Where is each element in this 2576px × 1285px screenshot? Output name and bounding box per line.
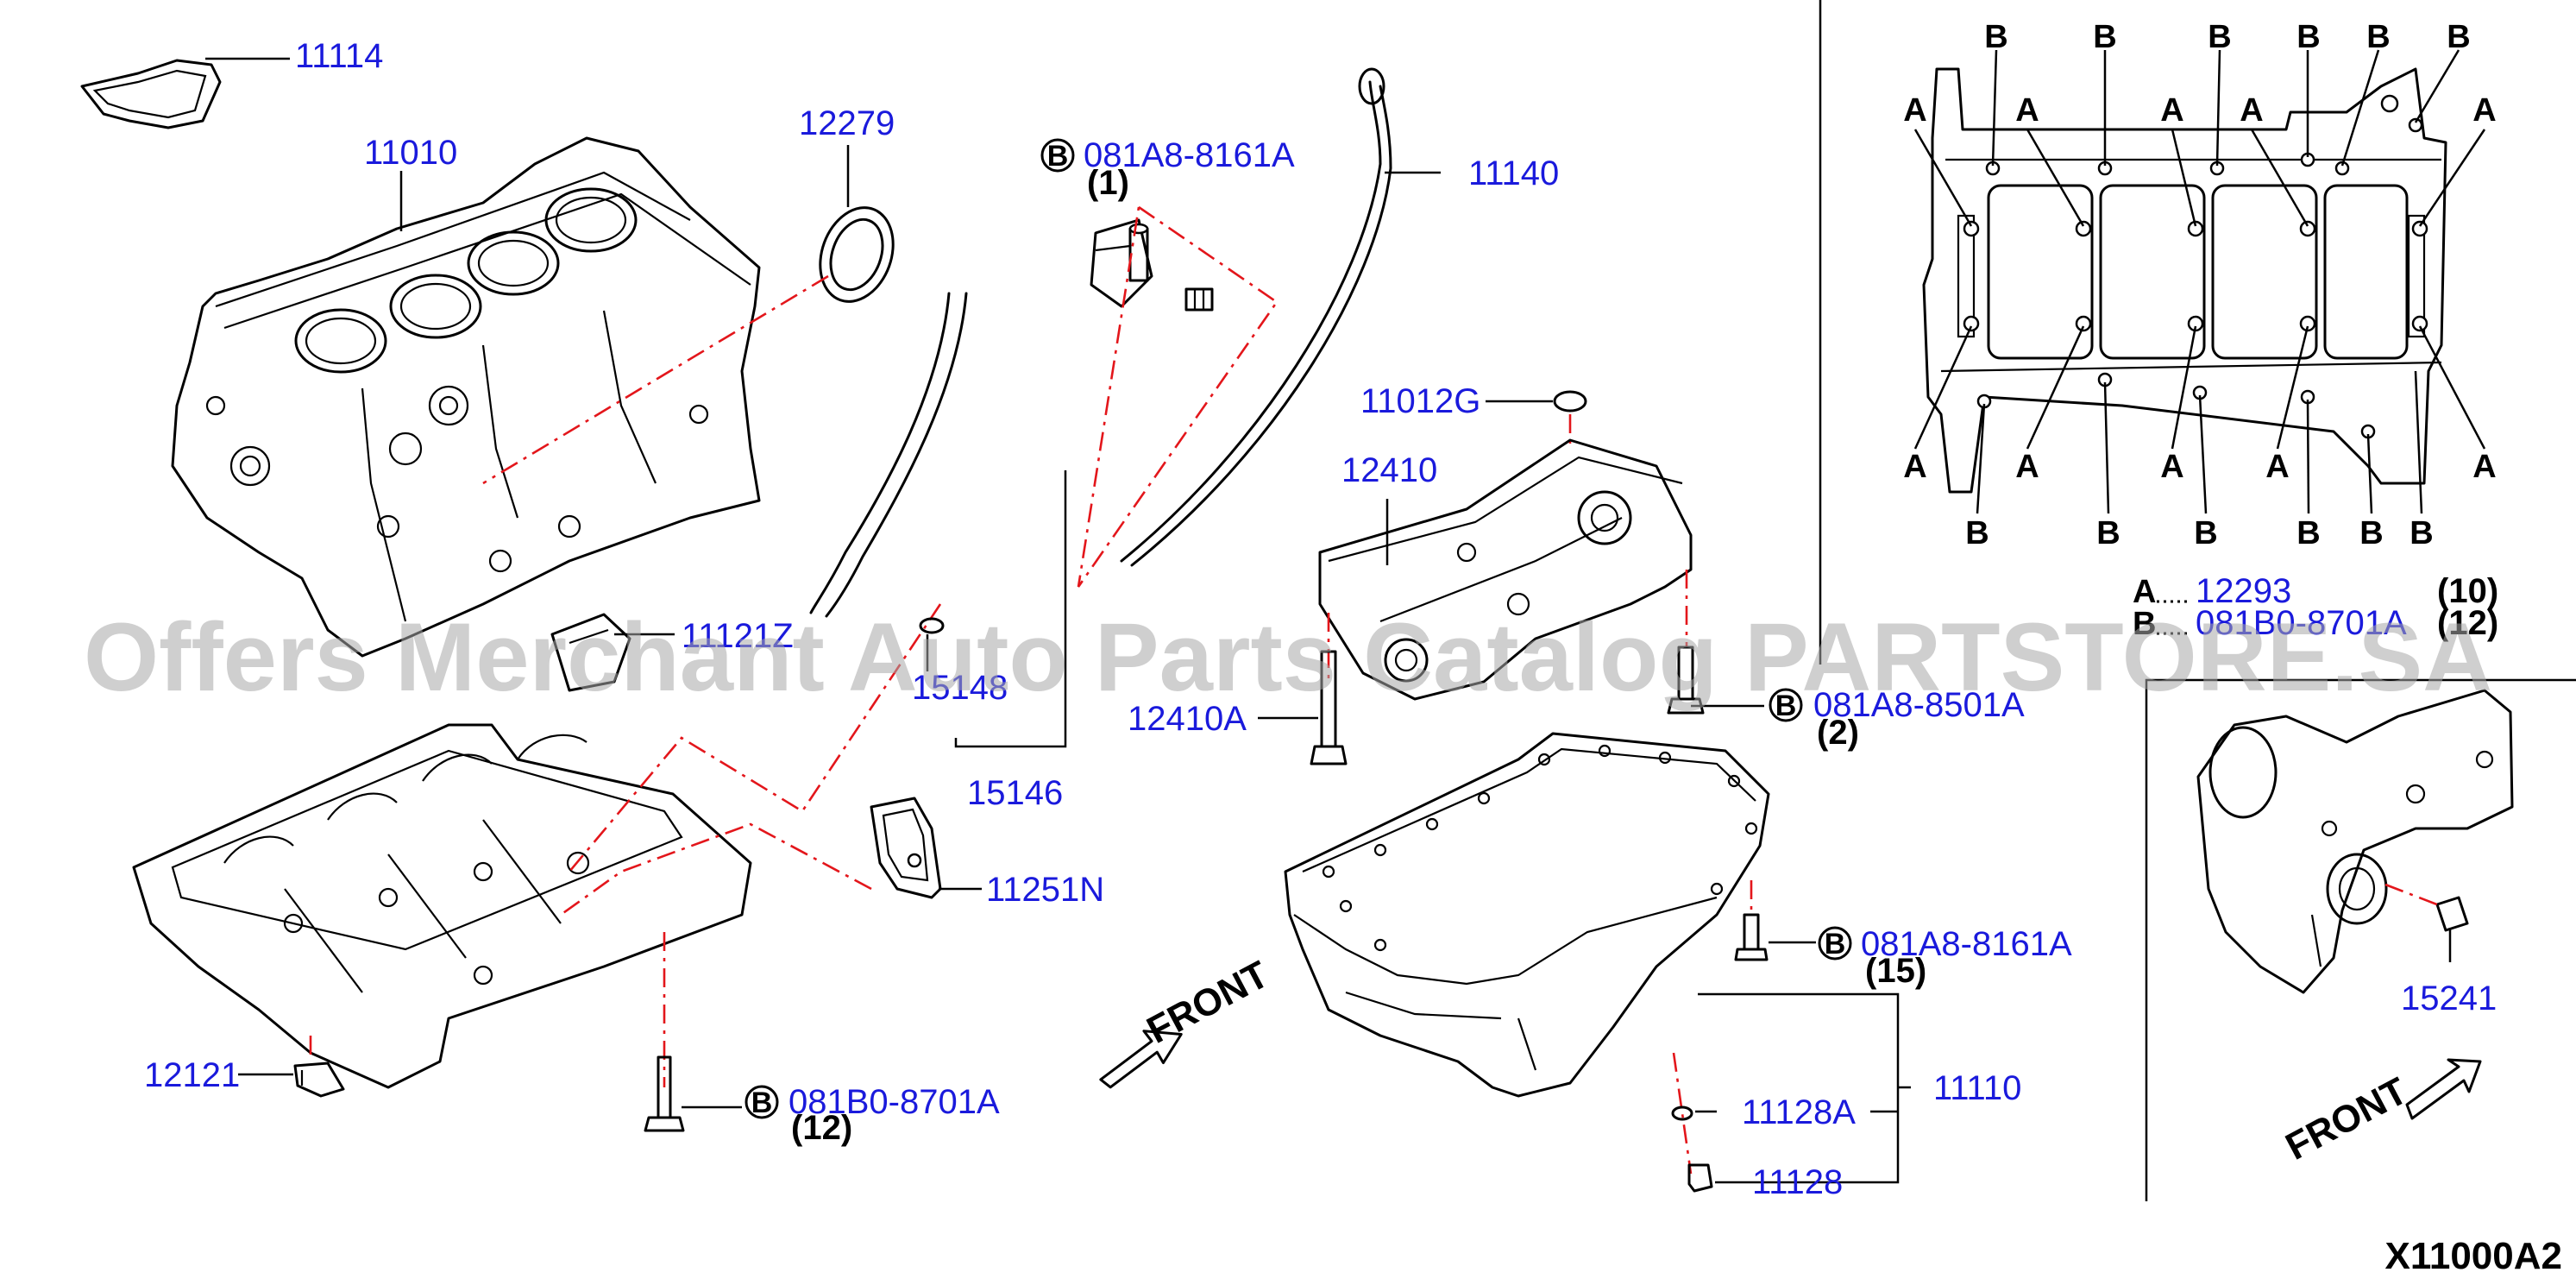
callout-081b0-8701a[interactable]: 081B0-8701A [789,1083,1000,1121]
gasket-11128a-drawing [1671,1105,1693,1121]
loc-b-2: B [2093,19,2116,55]
bracket-11121z-drawing [550,613,631,692]
oring-11012g-drawing [1553,390,1587,413]
loc-b-6: B [2447,19,2470,55]
loc-b-10: B [2296,515,2320,551]
legend-b-key: B [2133,606,2156,642]
cylinder-block-11010-drawing [171,136,761,658]
inset-legend: A 12293 (10) B 081B0-8701A (12) [2133,572,2498,642]
oring-15148-drawing [919,617,945,634]
loc-b-3: B [2208,19,2231,55]
loc-b-9: B [2194,515,2217,551]
bolt-081a8-8161a-pan-drawing [1734,913,1769,961]
gasket-11251n-drawing [870,797,942,899]
qty-081a8-8161a-top: (1) [1087,164,1129,202]
callout-11012g[interactable]: 11012G [1360,382,1480,420]
bolt-081a8-8501a-drawing [1667,646,1705,715]
callout-11128a[interactable]: 11128A [1742,1093,1856,1131]
legend-b-part[interactable]: 081B0-8701A [2196,604,2407,642]
loc-a-3: A [2160,92,2183,129]
legend-b-qty: (12) [2437,604,2498,642]
front-label-main: FRONT [1140,953,1276,1051]
diagram-code: X11000A2 [2384,1235,2562,1277]
qty-081a8-8501a: (2) [1817,714,1859,752]
assembly-line-seal [482,274,829,485]
loc-a-6: A [1903,449,1926,485]
loc-a-2: A [2015,92,2039,129]
callout-15146[interactable]: 15146 [967,774,1063,812]
bolt-symbol-bottom: B [751,1087,773,1119]
loc-b-8: B [2096,515,2120,551]
bolt-081b0-drawing [644,1055,685,1132]
front-arrow-icon [1099,1030,1183,1089]
front-label-inset: FRONT [2279,1069,2415,1168]
detail-view-15241-drawing [2196,689,2514,994]
assembly-line-drain [1672,1052,1693,1175]
loc-b-7: B [1965,515,1989,551]
loc-a-10: A [2472,449,2496,485]
bolt-symbol-icons [745,138,1852,1119]
legend-a-key: A [2133,574,2156,610]
callout-12410a[interactable]: 12410A [1128,700,1247,738]
callout-081a8-8161a-top[interactable]: 081A8-8161A [1084,136,1295,174]
legend-a-part[interactable]: 12293 [2196,572,2291,610]
oil-pan-11110-drawing [1284,732,1770,1098]
loc-b-1: B [1984,19,2007,55]
bolt-symbol-8501a: B [1775,690,1797,722]
block-bottom-view-drawing [1922,67,2447,494]
balancer-12410-drawing [1318,438,1693,701]
callout-081a8-8501a[interactable]: 081A8-8501A [1813,686,2025,724]
legend-a-qty: (10) [2437,572,2498,610]
callout-11110[interactable]: 11110 [1933,1069,2021,1107]
dipstick-11140-drawing [1120,67,1392,567]
assembly-line-gasket [560,822,872,917]
callout-12121[interactable]: 12121 [144,1056,240,1094]
loc-a-8: A [2160,449,2183,485]
detail-inset-frame [2145,678,2576,1201]
oil-seal-12279-drawing [819,206,895,303]
inset-location-leaders [1913,49,2486,514]
loc-a-7: A [2015,449,2039,485]
leader-lines [205,57,2452,1184]
callout-081a8-8161a-pan[interactable]: 081A8-8161A [1861,925,2072,963]
callout-15241[interactable]: 15241 [2401,979,2497,1017]
loc-b-4: B [2296,19,2320,55]
loc-a-4: A [2240,92,2263,129]
bolt-12410a-drawing [1310,650,1348,765]
qty-081b0-8701a: (12) [791,1109,852,1147]
inset-location-letters: B B B B B B A A A A A A A A A A B B B B … [1903,19,2496,551]
callout-11114[interactable]: 11114 [295,37,383,75]
callout-11010[interactable]: 11010 [364,134,457,172]
callout-11251n[interactable]: 11251N [986,871,1104,909]
assembly-line-15241 [2384,883,2442,908]
oil-level-guide-tube-15146-drawing [809,218,1214,618]
gasket-11114-drawing [80,59,222,129]
bolt-symbol-pan: B [1825,928,1846,961]
loc-a-9: A [2265,449,2289,485]
callout-11121z[interactable]: 11121Z [682,617,794,655]
callout-12410[interactable]: 12410 [1341,451,1437,489]
callout-15148[interactable]: 15148 [912,669,1008,707]
loc-b-11: B [2359,515,2383,551]
loc-b-12: B [2410,515,2433,551]
watermark: Offers Merchant Auto Parts Catalog PARTS… [84,603,2492,711]
assembly-line-dipstick [1077,205,1279,588]
callout-12279[interactable]: 12279 [799,104,895,142]
bolt-symbol-top: B [1047,140,1069,173]
qty-081a8-8161a-pan: (15) [1865,952,1926,990]
loc-a-1: A [1903,92,1926,129]
loc-b-5: B [2366,19,2390,55]
callout-11140[interactable]: 11140 [1468,154,1559,192]
sensor-12121-drawing [293,1061,345,1098]
front-arrow-inset-icon [2405,1058,2482,1120]
lower-crankcase-drawing [132,723,752,1089]
drain-plug-11128-drawing [1687,1163,1713,1193]
callout-11128[interactable]: 11128 [1752,1163,1843,1201]
loc-a-5: A [2472,92,2496,129]
assembly-line-oil-tube [569,603,942,872]
